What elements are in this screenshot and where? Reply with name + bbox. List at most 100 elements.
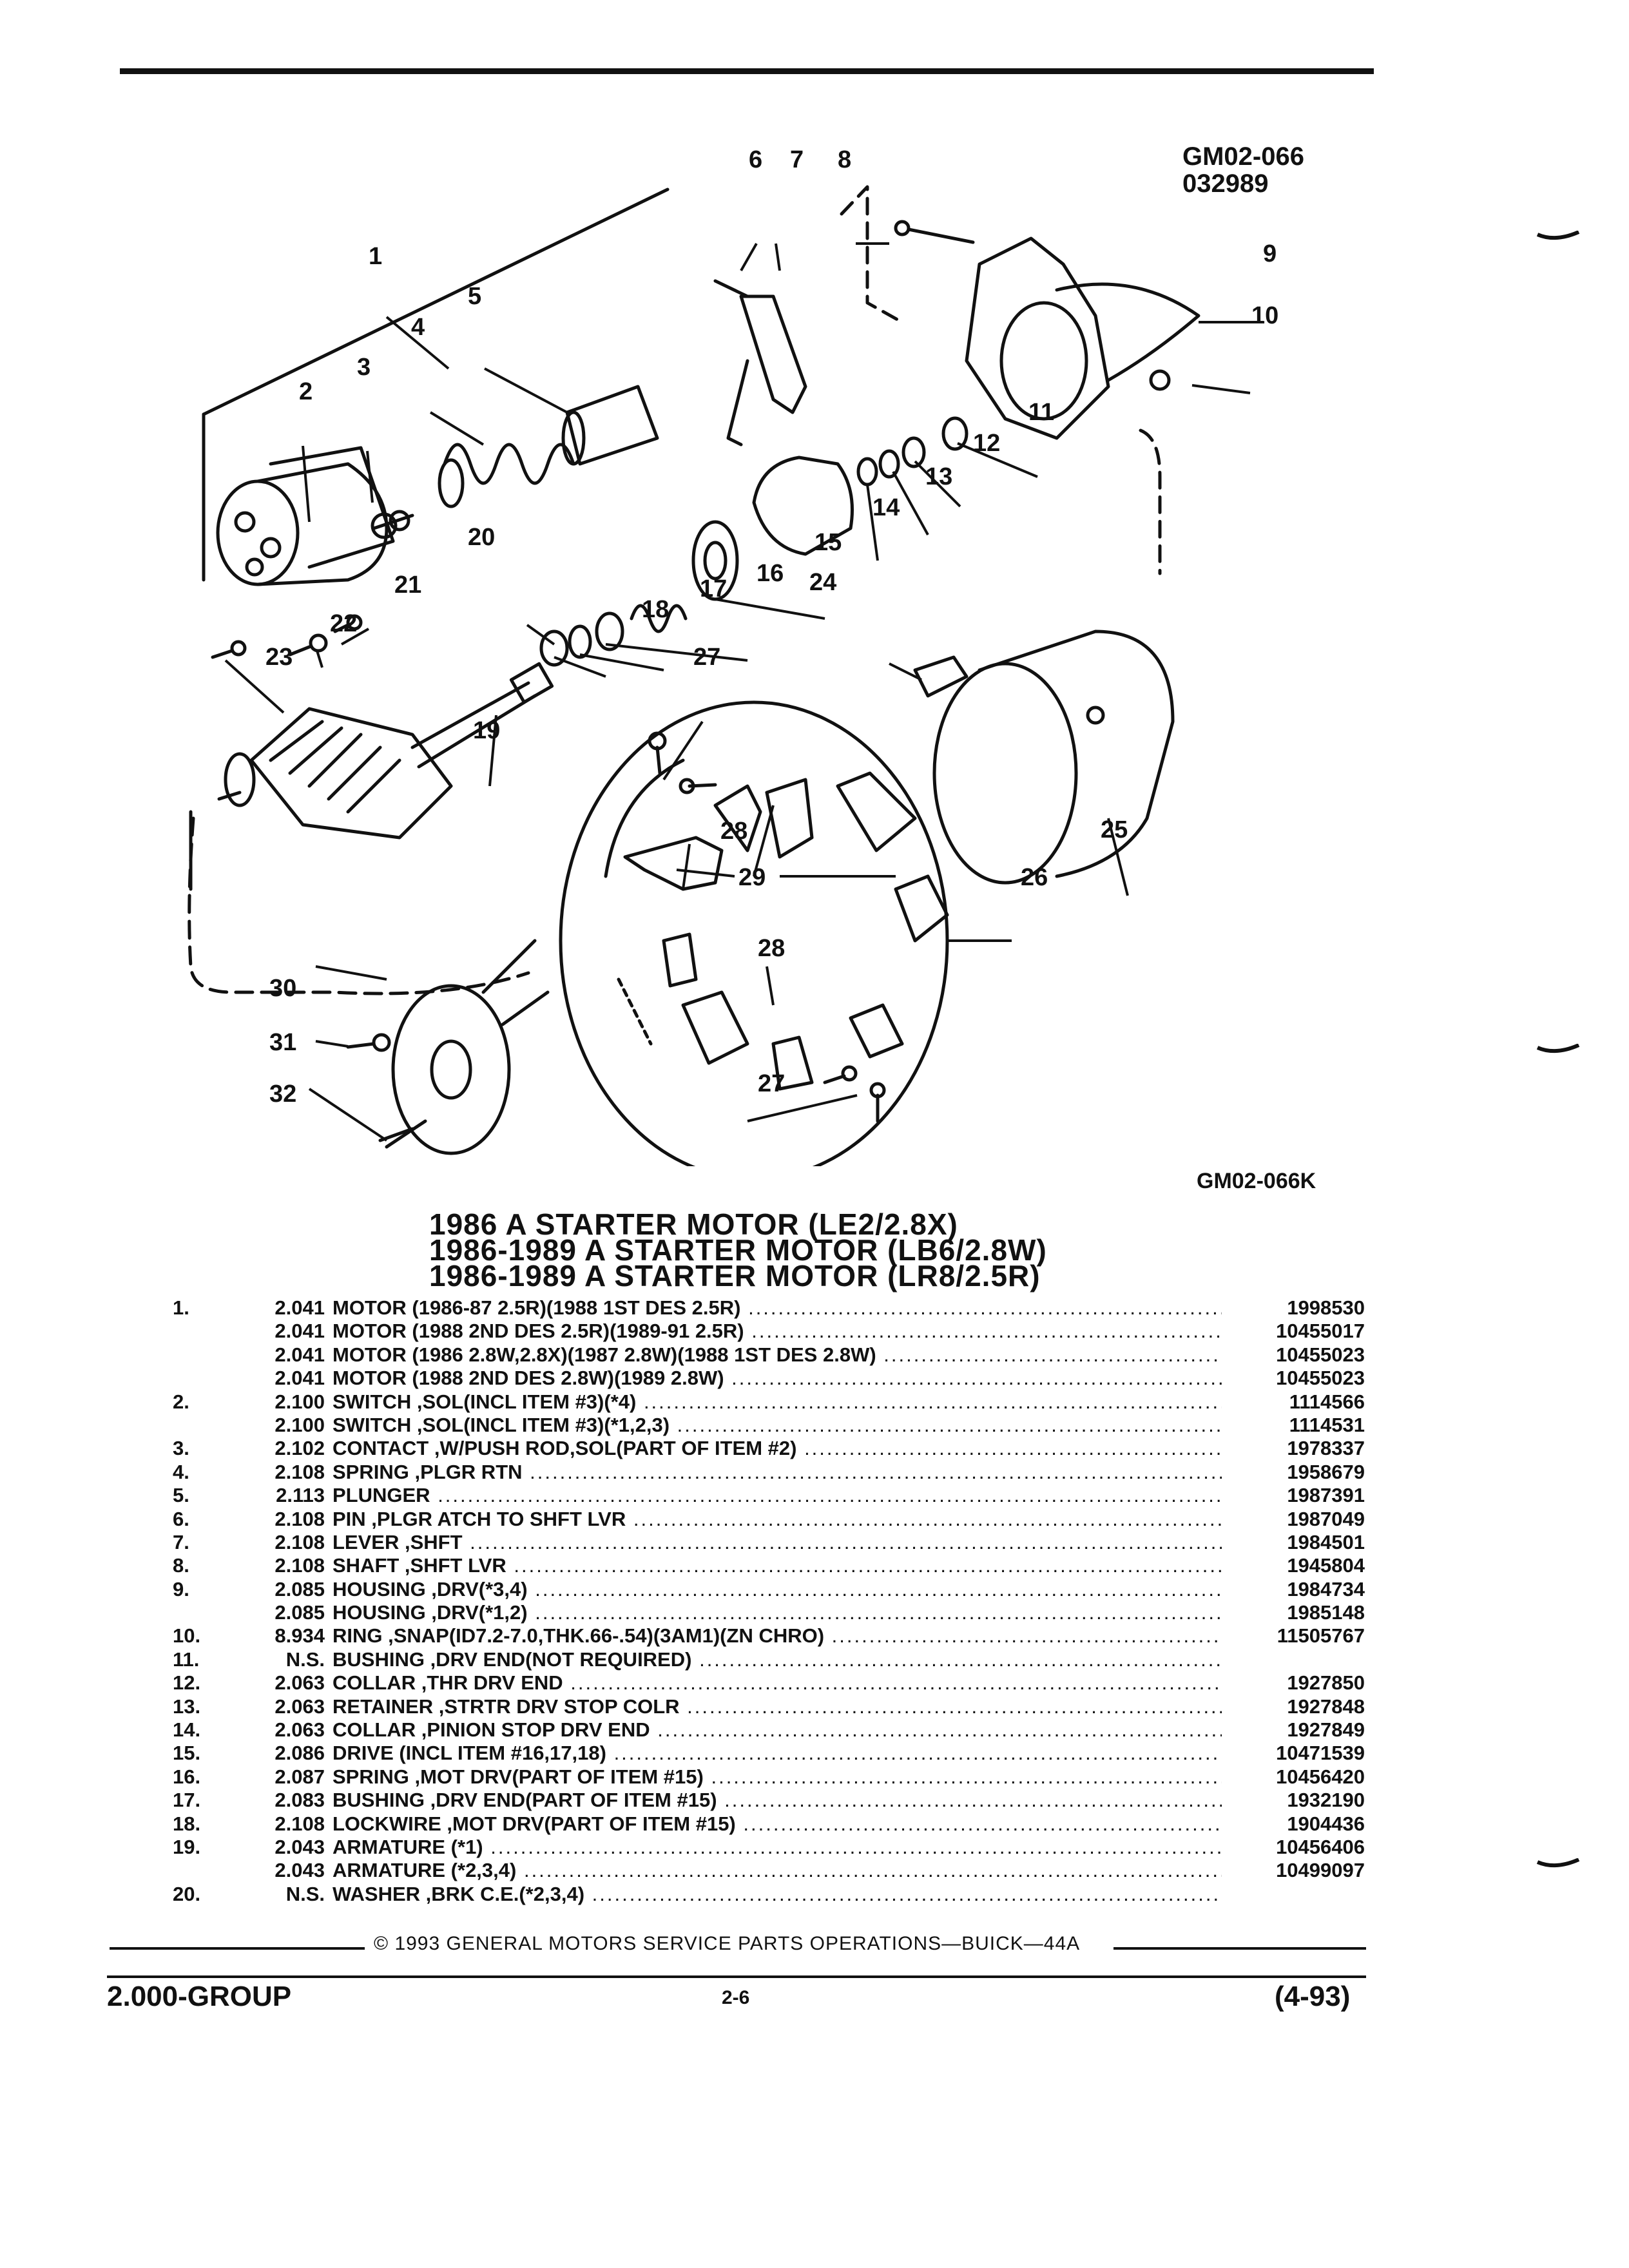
item-number: 16. xyxy=(173,1765,201,1788)
item-number: 3. xyxy=(173,1437,189,1460)
part-description: SWITCH ,SOL(INCL ITEM #3)(*1,2,3) xyxy=(333,1414,1222,1437)
item-number: 6. xyxy=(173,1507,189,1530)
part-description: MOTOR (1988 2ND DES 2.5R)(1989-91 2.5R) xyxy=(333,1320,1222,1343)
part-description: PIN ,PLGR ATCH TO SHFT LVR xyxy=(333,1508,1222,1531)
callout-25: 25 xyxy=(1101,816,1128,843)
group-number: 2.063 xyxy=(275,1671,325,1695)
callout-7: 7 xyxy=(790,146,804,173)
group-number: 2.041 xyxy=(275,1320,325,1343)
parts-row: 6. 2.108 PIN ,PLGR ATCH TO SHFT LVR 1987049 xyxy=(0,1508,1629,1531)
part-number: 1998530 xyxy=(1287,1296,1365,1319)
callout-18: 18 xyxy=(642,596,669,623)
group-number: 2.102 xyxy=(275,1437,325,1460)
group-number: 2.041 xyxy=(275,1343,325,1366)
parts-row: 2.041 MOTOR (1988 2ND DES 2.5R)(1989-91 2… xyxy=(0,1320,1629,1343)
callout-32: 32 xyxy=(269,1081,296,1108)
part-description: WASHER ,BRK C.E.(*2,3,4) xyxy=(333,1883,1222,1906)
callout-16: 16 xyxy=(757,560,784,587)
part-description: COLLAR ,PINION STOP DRV END xyxy=(333,1718,1222,1742)
part-description: HOUSING ,DRV(*3,4) xyxy=(333,1578,1222,1601)
part-description: BUSHING ,DRV END(NOT REQUIRED) xyxy=(333,1648,1222,1671)
group-number: 2.108 xyxy=(275,1507,325,1530)
callout-24: 24 xyxy=(809,569,836,596)
part-number: 1987049 xyxy=(1287,1507,1365,1530)
group-number: 2.041 xyxy=(275,1367,325,1390)
part-number: 10456420 xyxy=(1276,1765,1365,1788)
callout-8: 8 xyxy=(838,146,851,173)
group-number: 2.043 xyxy=(275,1859,325,1882)
part-number: 10499097 xyxy=(1276,1859,1365,1882)
callout-27-bottom: 27 xyxy=(758,1070,785,1097)
callout-31: 31 xyxy=(269,1029,296,1056)
callout-21: 21 xyxy=(394,572,421,599)
title-line: 1986-1989 A STARTER MOTOR (LB6/2.8W) xyxy=(429,1233,1047,1267)
part-number: 1978337 xyxy=(1287,1437,1365,1460)
callout-19: 19 xyxy=(473,717,500,744)
title-line: 1986-1989 A STARTER MOTOR (LR8/2.5R) xyxy=(429,1259,1041,1293)
part-number: 1927848 xyxy=(1287,1695,1365,1718)
item-number: 1. xyxy=(173,1296,189,1319)
footer-rule xyxy=(107,1975,1366,1978)
part-number: 10455023 xyxy=(1276,1367,1365,1390)
part-number: 1987391 xyxy=(1287,1484,1365,1507)
figure-date-code: 032989 xyxy=(1182,169,1269,198)
group-number: N.S. xyxy=(285,1882,325,1905)
part-description: RETAINER ,STRTR DRV STOP COLR xyxy=(333,1695,1222,1718)
callout-10: 10 xyxy=(1251,302,1278,329)
callout-22: 22 xyxy=(330,610,357,637)
callout-23: 23 xyxy=(265,644,293,671)
group-number: 2.043 xyxy=(275,1835,325,1858)
callout-14: 14 xyxy=(872,494,900,521)
callout-28-left: 28 xyxy=(720,818,747,845)
part-description: ARMATURE (*1) xyxy=(333,1836,1222,1859)
binding-mark xyxy=(1536,1044,1580,1053)
group-number: 2.041 xyxy=(275,1296,325,1319)
group-number: 2.083 xyxy=(275,1789,325,1812)
callout-15: 15 xyxy=(815,529,842,556)
group-number: 2.063 xyxy=(275,1718,325,1742)
parts-row: 11.N.S.BUSHING ,DRV END(NOT REQUIRED) xyxy=(0,1648,1629,1671)
item-number: 4. xyxy=(173,1460,189,1483)
group-number: 2.087 xyxy=(275,1765,325,1788)
part-number: 10471539 xyxy=(1276,1742,1365,1765)
group-number: 8.934 xyxy=(275,1624,325,1648)
part-description: MOTOR (1988 2ND DES 2.8W)(1989 2.8W) xyxy=(333,1367,1222,1390)
group-number: 2.063 xyxy=(275,1695,325,1718)
item-number: 2. xyxy=(173,1390,189,1413)
page-titles: 1986 A STARTER MOTOR (LE2/2.8X) 1986-198… xyxy=(429,1207,1047,1293)
part-number: 1927850 xyxy=(1287,1671,1365,1695)
callout-28-right: 28 xyxy=(758,935,785,962)
figure-code: GM02-066 xyxy=(1182,142,1304,171)
part-number: 10455017 xyxy=(1276,1320,1365,1343)
item-number: 5. xyxy=(173,1484,189,1507)
group-number: 2.086 xyxy=(275,1742,325,1765)
part-number: 1985148 xyxy=(1287,1601,1365,1624)
title-line: 1986 A STARTER MOTOR (LE2/2.8X) xyxy=(429,1207,958,1241)
part-description: HOUSING ,DRV(*1,2) xyxy=(333,1601,1222,1624)
part-number: 1114566 xyxy=(1289,1390,1365,1413)
callout-9: 9 xyxy=(1263,240,1277,267)
parts-row: 2.041 MOTOR (1988 2ND DES 2.8W)(1989 2.8W… xyxy=(0,1367,1629,1390)
callout-12: 12 xyxy=(973,430,1000,457)
top-rule xyxy=(120,68,1374,74)
callout-17: 17 xyxy=(700,575,727,602)
part-description: SHAFT ,SHFT LVR xyxy=(333,1554,1222,1577)
part-number: 11505767 xyxy=(1277,1624,1365,1648)
part-number: 1945804 xyxy=(1287,1554,1365,1577)
part-description: BUSHING ,DRV END(PART OF ITEM #15) xyxy=(333,1789,1222,1812)
callout-30: 30 xyxy=(269,975,296,1002)
part-description: SWITCH ,SOL(INCL ITEM #3)(*4) xyxy=(333,1390,1222,1414)
exploded-view-diagram: 1 2 3 4 5 6 7 8 9 10 11 12 13 14 15 16 1… xyxy=(188,146,1278,1166)
group-number: 2.108 xyxy=(275,1554,325,1577)
